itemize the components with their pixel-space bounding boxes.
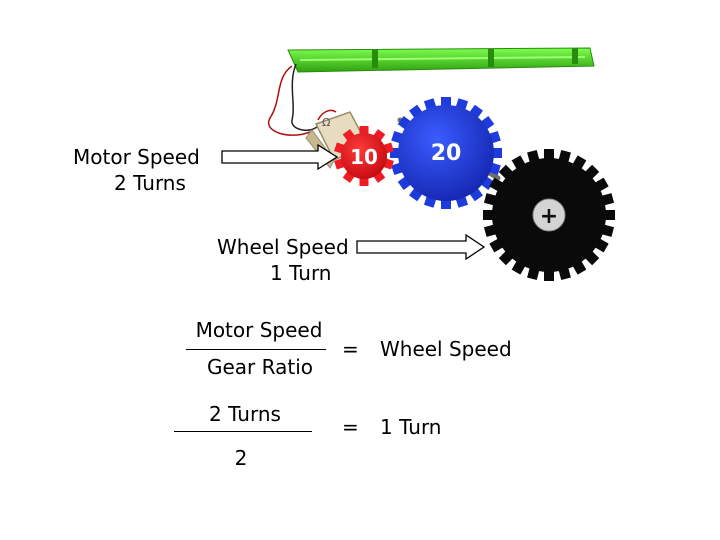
wheel: +: [483, 149, 615, 281]
gear-10-label: 10: [350, 145, 378, 169]
motor-speed-label: Motor Speed: [73, 145, 200, 169]
equation1-result: Wheel Speed: [380, 337, 512, 361]
equation1-equals: =: [342, 337, 359, 361]
motor-speed-arrow: [221, 143, 339, 171]
gear-20-label: 20: [431, 141, 462, 166]
wheel-hub-icon: +: [540, 204, 558, 229]
wheel-speed-arrow: [356, 233, 486, 261]
wheel-turns-label: 1 Turn: [270, 261, 332, 285]
motor-wires: [267, 63, 337, 136]
gear-10-teeth: 10: [334, 126, 394, 186]
equation2-denominator: 2: [234, 446, 248, 470]
equation1-fraction-bar: [186, 349, 326, 350]
equation1-numerator: Motor Speed: [195, 318, 323, 342]
lego-beam: [287, 47, 595, 73]
equation2-numerator: 2 Turns: [209, 402, 281, 426]
svg-text:Ω: Ω: [322, 116, 330, 129]
equation1-denominator: Gear Ratio: [207, 355, 313, 379]
equation2-result: 1 Turn: [380, 415, 442, 439]
equation2-equals: =: [342, 415, 359, 439]
equation2-fraction-bar: [174, 431, 312, 432]
motor-turns-label: 2 Turns: [114, 171, 186, 195]
wheel-speed-label: Wheel Speed: [217, 235, 349, 259]
gear-20-teeth: 20: [390, 97, 502, 209]
